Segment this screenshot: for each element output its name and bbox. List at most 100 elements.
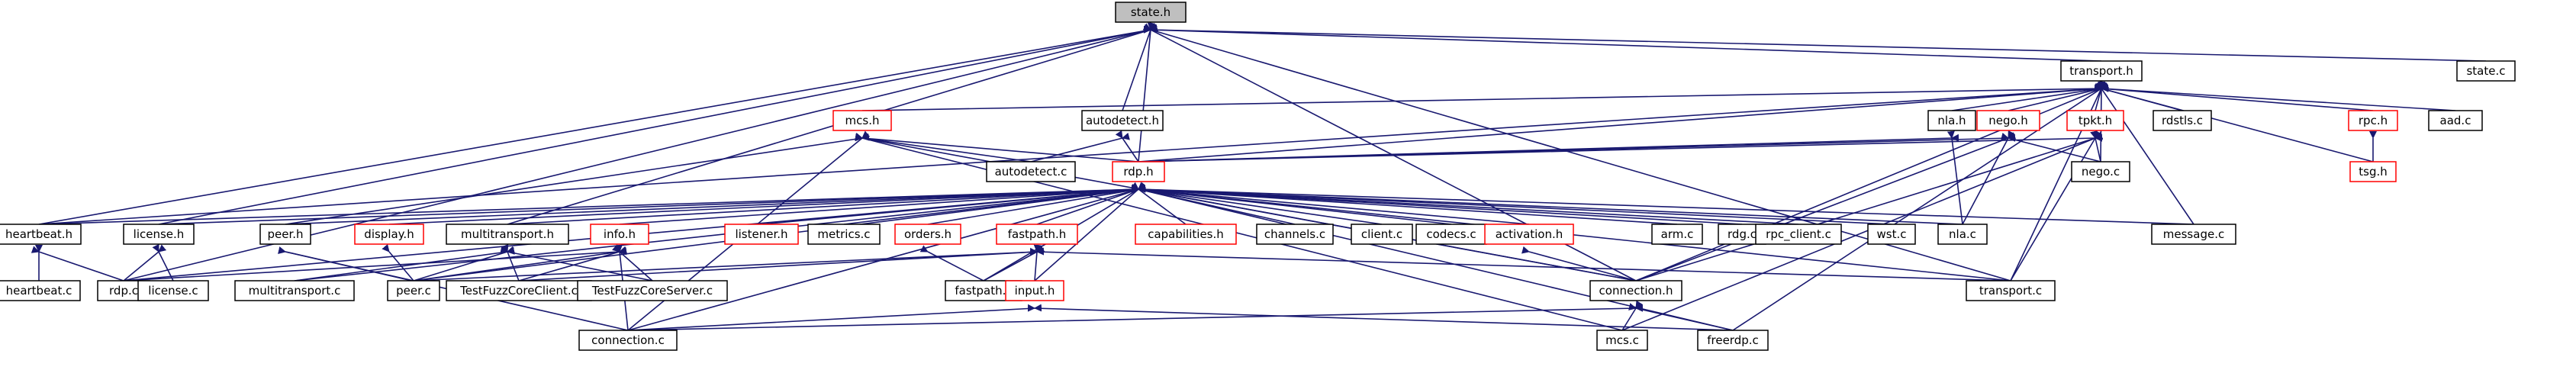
- node-mcs-c[interactable]: mcs.c: [1596, 330, 1648, 351]
- node-channels-c[interactable]: channels.c: [1256, 224, 1334, 245]
- node-peer-h[interactable]: peer.h: [259, 224, 311, 245]
- node-label: license.h: [134, 227, 185, 241]
- edge-tsg-h-to-transport-h: [2094, 82, 2374, 162]
- node-heartbeat-h[interactable]: heartbeat.h: [0, 224, 82, 245]
- node-state-c[interactable]: state.c: [2456, 60, 2516, 82]
- node-heartbeat-c[interactable]: heartbeat.c: [0, 280, 81, 301]
- edge-orders-h-to-rdp-h: [927, 184, 1146, 225]
- edge-transport-h-to-state-h: [1143, 25, 2102, 62]
- node-tsg-h[interactable]: tsg.h: [2349, 161, 2397, 182]
- node-box: [832, 110, 892, 131]
- edge-peer-h-to-rdp-h: [285, 185, 1146, 225]
- edge-fastpath-c-to-fastpath-h: [983, 245, 1045, 282]
- node-label: freerdp.c: [1707, 333, 1759, 347]
- node-label: rdp.c: [109, 284, 138, 298]
- node-license-h[interactable]: license.h: [123, 224, 195, 245]
- node-transport-c[interactable]: transport.c: [1966, 280, 2056, 301]
- node-metrics-c[interactable]: metrics.c: [807, 224, 881, 245]
- edge-autodetect-c-to-autodetect-h: [1030, 132, 1130, 162]
- node-tpkt-h[interactable]: tpkt.h: [2066, 110, 2124, 131]
- edge-peer-c-to-fastpath-h: [413, 247, 1045, 282]
- node-arm-c[interactable]: arm.c: [1651, 224, 1703, 245]
- node-label: multitransport.h: [461, 227, 554, 241]
- node-label: rpc_client.c: [1766, 227, 1831, 242]
- node-label: TestFuzzCoreClient.c: [459, 284, 578, 298]
- node-testfuzzcoreclient-c[interactable]: TestFuzzCoreClient.c: [446, 280, 592, 301]
- node-label: activation.h: [1496, 227, 1563, 241]
- edge-multitransport-h-to-rdp-h: [507, 185, 1146, 225]
- edge-rdp-h-to-mcs-h: [855, 134, 1139, 162]
- node-state-h[interactable]: state.h: [1115, 2, 1187, 23]
- node-box: [1596, 330, 1648, 351]
- node-box: [1115, 2, 1187, 23]
- node-label: display.h: [364, 227, 414, 241]
- node-listener-h[interactable]: listener.h: [724, 224, 799, 245]
- node-label: autodetect.h: [1086, 114, 1159, 127]
- node-rdp-h[interactable]: rdp.h: [1112, 161, 1165, 182]
- node-client-c[interactable]: client.c: [1351, 224, 1413, 245]
- node-box: [1927, 110, 1976, 131]
- node-box: [1651, 224, 1703, 245]
- node-activation-h[interactable]: activation.h: [1484, 224, 1574, 245]
- node-box: [387, 280, 440, 301]
- node-testfuzzcoreserver-c[interactable]: TestFuzzCoreServer.c: [577, 280, 728, 301]
- node-fastpath-h[interactable]: fastpath.h: [996, 224, 1078, 245]
- node-label: arm.c: [1661, 227, 1694, 241]
- node-connection-c[interactable]: connection.c: [578, 330, 678, 351]
- node-label: message.c: [2163, 227, 2224, 241]
- node-multitransport-h[interactable]: multitransport.h: [446, 224, 569, 245]
- node-orders-h[interactable]: orders.h: [894, 224, 961, 245]
- node-label: TestFuzzCoreServer.c: [591, 284, 713, 298]
- node-label: listener.h: [735, 227, 787, 241]
- node-box: [590, 224, 649, 245]
- node-box: [577, 280, 728, 301]
- node-box: [2348, 110, 2398, 131]
- node-info-h[interactable]: info.h: [590, 224, 649, 245]
- node-license-c[interactable]: license.c: [137, 280, 209, 301]
- edge-message-c-to-transport-h: [2094, 80, 2194, 225]
- edge-peer-h-to-mcs-h: [285, 133, 870, 225]
- node-transport-h[interactable]: transport.h: [2060, 60, 2143, 82]
- node-label: mcs.h: [845, 114, 880, 127]
- node-label: orders.h: [904, 227, 952, 241]
- node-box: [1937, 224, 1988, 245]
- node-multitransport-c[interactable]: multitransport.c: [234, 280, 355, 301]
- edge-testfuzzcoreserver-c-to-info-h: [611, 244, 653, 282]
- node-rpc-h[interactable]: rpc.h: [2348, 110, 2398, 131]
- node-autodetect-h[interactable]: autodetect.h: [1081, 110, 1164, 131]
- node-message-c[interactable]: message.c: [2151, 224, 2236, 245]
- node-box: [1351, 224, 1413, 245]
- node-capabilities-h[interactable]: capabilities.h: [1135, 224, 1237, 245]
- edge-autodetect-h-to-state-h: [1122, 21, 1157, 111]
- node-freerdp-c[interactable]: freerdp.c: [1697, 330, 1769, 351]
- node-connection-h[interactable]: connection.h: [1589, 280, 1682, 301]
- edge-nla-c-to-nego-h: [1962, 130, 2015, 225]
- node-wst-c[interactable]: wst.c: [1867, 224, 1916, 245]
- edge-testfuzzcoreclient-c-to-info-h: [518, 246, 628, 282]
- node-display-h[interactable]: display.h: [354, 224, 424, 245]
- edge-display-h-to-rdp-h: [388, 185, 1146, 225]
- node-input-h[interactable]: input.h: [1005, 280, 1064, 301]
- node-peer-c[interactable]: peer.c: [387, 280, 440, 301]
- edge-input-h-to-rdp-h: [1034, 182, 1147, 282]
- node-box: [807, 224, 881, 245]
- node-mcs-h[interactable]: mcs.h: [832, 110, 892, 131]
- node-codecs-c[interactable]: codecs.c: [1415, 224, 1487, 245]
- node-autodetect-c[interactable]: autodetect.c: [986, 161, 1076, 182]
- edge-transport-c-to-fastpath-h: [1029, 247, 2011, 282]
- node-nego-h[interactable]: nego.h: [1976, 110, 2040, 131]
- node-box: [1755, 224, 1842, 245]
- node-nla-c[interactable]: nla.c: [1937, 224, 1988, 245]
- node-aad-c[interactable]: aad.c: [2428, 110, 2483, 131]
- node-label: mcs.c: [1605, 333, 1639, 347]
- edge-transport-c-to-state-h: [1142, 24, 2011, 282]
- node-label: fastpath.c: [955, 284, 1012, 298]
- node-rdstls-c[interactable]: rdstls.c: [2153, 110, 2212, 131]
- edge-mcs-h-to-transport-h: [861, 84, 2109, 111]
- node-box: [1005, 280, 1064, 301]
- node-nego-c[interactable]: nego.c: [2071, 161, 2130, 182]
- edge-mcs-c-to-tpkt-h: [1621, 131, 2104, 331]
- edge-mcs-c-to-connection-h: [1621, 300, 1643, 331]
- node-rpc-client-c[interactable]: rpc_client.c: [1755, 224, 1842, 245]
- node-nla-h[interactable]: nla.h: [1927, 110, 1976, 131]
